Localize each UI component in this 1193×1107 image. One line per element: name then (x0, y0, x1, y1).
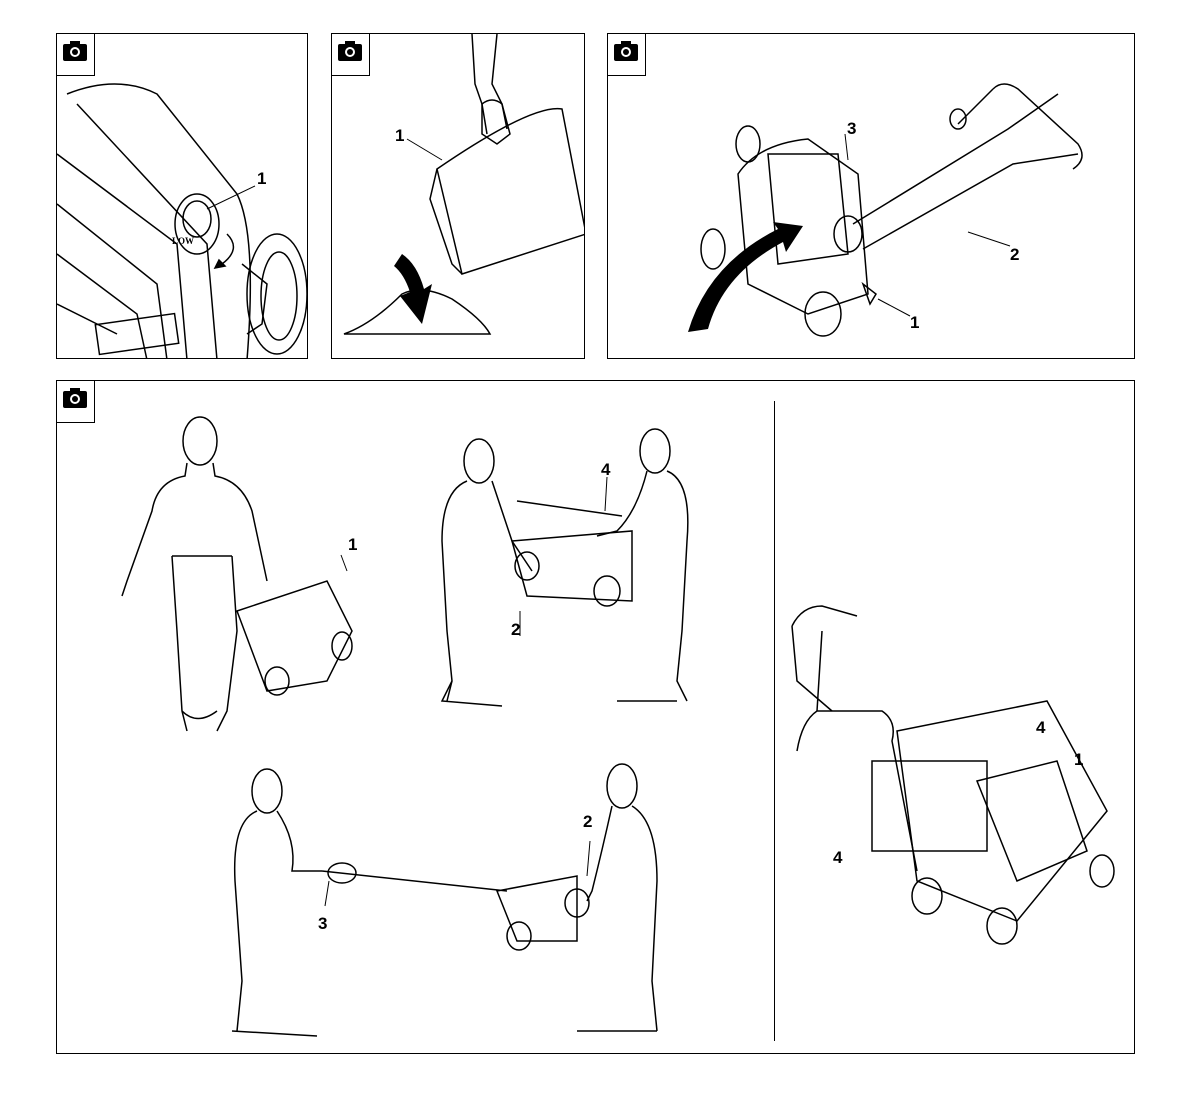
callout-1: 1 (348, 536, 357, 553)
panel-4-carrying: 1 4 2 2 3 4 1 4 (56, 380, 1135, 1054)
panel-2-empty-bag: 1 (331, 33, 585, 359)
callout-1: 1 (257, 170, 266, 187)
carrying-illustrations (57, 381, 1135, 1054)
callout-1: 1 (395, 127, 404, 144)
knob-low-text: LOW (172, 236, 194, 246)
callout-1: 1 (910, 314, 919, 331)
callout-4: 4 (1036, 719, 1045, 736)
callout-2: 2 (583, 813, 592, 830)
callout-3: 3 (318, 915, 327, 932)
callout-4: 4 (601, 461, 610, 478)
callout-3: 3 (847, 120, 856, 137)
mower-underside-illustration (608, 34, 1135, 359)
callout-2: 2 (1010, 246, 1019, 263)
panel-3-underside: 3 2 1 (607, 33, 1135, 359)
callout-4: 4 (833, 849, 842, 866)
bag-illustration (332, 34, 585, 359)
callout-2: 2 (511, 621, 520, 638)
callout-1: 1 (1074, 751, 1083, 768)
section-divider (774, 401, 775, 1041)
panel-1-height-adjust: LOW 1 (56, 33, 308, 359)
knob-illustration: LOW (57, 34, 308, 359)
